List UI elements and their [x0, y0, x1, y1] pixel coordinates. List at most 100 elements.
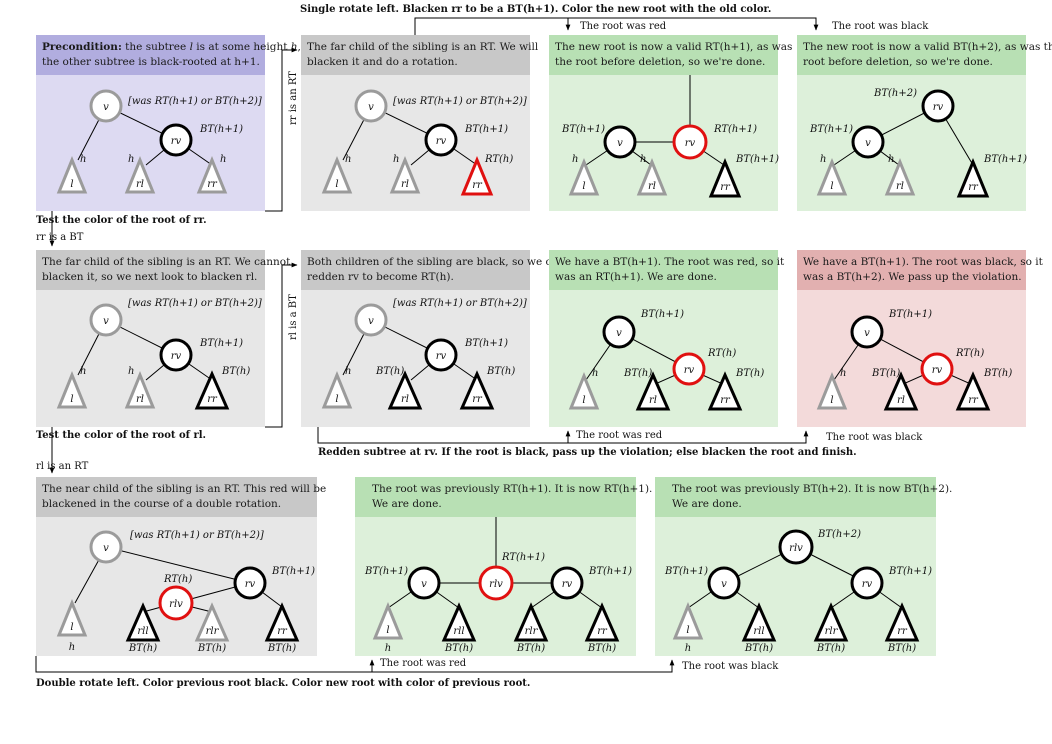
subtree-rl-label: rl	[136, 394, 144, 405]
p32-header-2: We are done.	[372, 498, 442, 510]
h-label-rl: h	[128, 154, 134, 165]
h-label-l: h	[80, 154, 86, 165]
node-rv	[424, 338, 458, 372]
subtree-rl	[389, 156, 421, 194]
subtree-rr	[584, 602, 620, 642]
subtree-rr-label: rr	[720, 395, 731, 406]
v-height-label: BT(h+1)	[561, 124, 605, 135]
node-v-label: v	[617, 138, 623, 149]
note-was: [was RT(h+1) or BT(h+2)]	[393, 298, 527, 309]
rll-height-label: BT(h)	[128, 643, 157, 654]
rlv-height-label: RT(h)	[163, 574, 192, 585]
subtree-rll	[125, 602, 161, 642]
rv-height-label: BT(h+2)	[873, 88, 917, 99]
subtree-rll	[441, 602, 477, 642]
label-rl-rt: rl is an RT	[36, 461, 89, 472]
subtree-rlr-label: rlr	[206, 626, 220, 637]
node-v	[707, 566, 741, 600]
subtree-rl	[883, 371, 919, 411]
v-height-label: BT(h+1)	[640, 309, 684, 320]
panel-precondition: Precondition: the subtree l is at some h…	[36, 35, 301, 211]
subtree-rr-label: rr	[277, 626, 288, 637]
rr-height-label: RT(h)	[484, 154, 513, 165]
caption-single-rotate: Single rotate left. Blacken rr to be a B…	[300, 4, 771, 15]
node-rv	[921, 89, 955, 123]
subtree-rl	[124, 156, 156, 194]
subtree-l	[568, 158, 600, 196]
node-v-label: v	[616, 328, 622, 339]
node-v-label: v	[368, 102, 374, 113]
subtree-l-label: l	[386, 625, 389, 636]
subtree-l-label: l	[582, 395, 585, 406]
node-rv	[672, 124, 708, 160]
node-rv	[159, 123, 193, 157]
h-label-l: h	[80, 366, 86, 377]
subtree-rr-label: rr	[472, 394, 483, 405]
rv-height-label: BT(h+1)	[888, 566, 932, 577]
subtree-rl-label: rl	[401, 394, 409, 405]
p21-header-2: blacken it, so we next look to blacken r…	[42, 271, 257, 283]
subtree-l	[816, 158, 848, 196]
p13-header-2: the root before deletion, so we're done.	[555, 56, 765, 68]
subtree-l	[321, 156, 353, 194]
subtree-rl-label: rl	[401, 179, 409, 190]
node-rv-label: rv	[933, 102, 944, 113]
rlv-height-label: RT(h+1)	[501, 552, 545, 563]
pre-header-line1: Precondition: the subtree l is at some h…	[42, 41, 301, 53]
subtree-rr	[194, 370, 230, 410]
subtree-rll-label: rll	[453, 626, 464, 637]
node-v	[89, 530, 123, 564]
node-rv-label: rv	[171, 351, 182, 362]
node-v	[850, 315, 884, 349]
node-v	[354, 303, 388, 337]
subtree-rr	[956, 158, 990, 198]
v-height-label: BT(h+1)	[364, 566, 408, 577]
rv-height-label: RT(h)	[955, 348, 984, 359]
node-rv-label: rv	[436, 136, 447, 147]
subtree-rll-label: rll	[753, 626, 764, 637]
node-v-label: v	[103, 543, 109, 554]
rl-height-label: BT(h)	[375, 366, 404, 377]
p23-header-2: was an RT(h+1). We are done.	[555, 271, 717, 283]
caption-test-rr: Test the color of the root of rr.	[36, 215, 207, 226]
label-root-red-bottom: The root was red	[380, 658, 467, 669]
subtree-rr	[708, 158, 742, 198]
h-label-l: h	[685, 643, 691, 654]
h-label-l: h	[820, 154, 826, 165]
node-v	[89, 89, 123, 123]
subtree-rll-label: rll	[137, 626, 148, 637]
rr-height-label: BT(h+1)	[735, 154, 779, 165]
caption-redden: Redden subtree at rv. If the root is bla…	[318, 447, 857, 458]
rv-height-label: BT(h+1)	[199, 124, 243, 135]
node-rv	[550, 566, 584, 600]
node-v-label: v	[864, 328, 870, 339]
subtree-rr	[264, 602, 300, 642]
node-rlv	[778, 529, 814, 565]
subtree-rr-label: rr	[597, 626, 608, 637]
p21-header-1: The far child of the sibling is an RT. W…	[42, 256, 291, 268]
node-v	[407, 566, 441, 600]
subtree-l-label: l	[70, 622, 73, 633]
rr-height-label: BT(h)	[486, 366, 515, 377]
subtree-rlr-label: rlr	[525, 626, 539, 637]
caption-test-rl: Test the color of the root of rl.	[36, 430, 206, 441]
rr-height-label: BT(h)	[735, 368, 764, 379]
rr-height-label: BT(h)	[221, 366, 250, 377]
arrow-to-double-root-black	[35, 656, 675, 673]
node-rv-label: rv	[862, 579, 873, 590]
panel-root-black-done: The new root is now a valid BT(h+2), as …	[797, 35, 1052, 211]
rl-height-label: BT(h)	[623, 368, 652, 379]
subtree-l-label: l	[582, 181, 585, 192]
node-v	[89, 303, 123, 337]
panel-bt-root-black: We have a BT(h+1). The root was black, s…	[797, 250, 1044, 427]
rr-height-label: BT(h)	[983, 368, 1012, 379]
rlr-height-label: BT(h)	[197, 643, 226, 654]
subtree-rl-label: rl	[136, 179, 144, 190]
subtree-rr	[196, 156, 228, 194]
subtree-rlr	[194, 602, 230, 642]
rr-height-label: BT(h)	[587, 643, 616, 654]
subtree-rlr-label: rlr	[825, 626, 839, 637]
h-label-l: h	[592, 368, 598, 379]
subtree-rr-label: rr	[968, 395, 979, 406]
node-rv	[920, 352, 954, 386]
